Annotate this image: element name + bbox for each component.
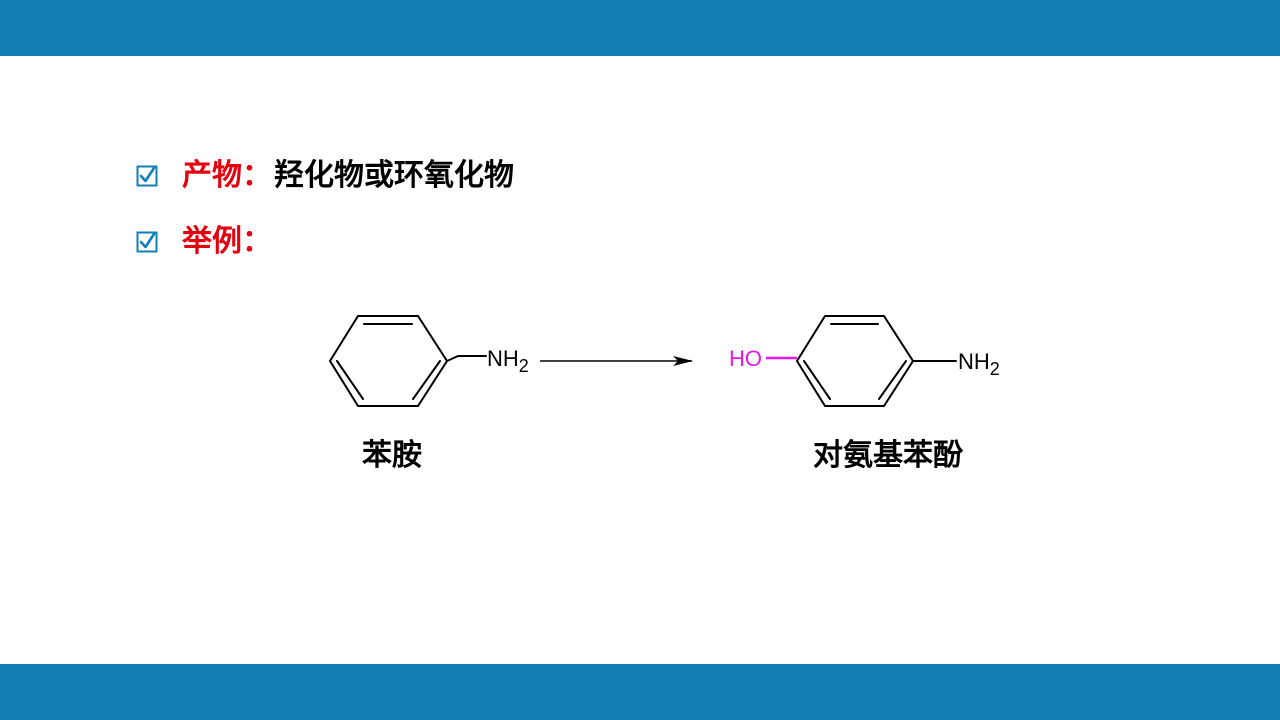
- double-bond-inner: [803, 360, 831, 400]
- benzene-ring: [795, 315, 915, 407]
- bullet-example: 举例：: [136, 222, 272, 262]
- amine-group: NH2: [958, 349, 1000, 379]
- bullet-label-example: 举例：: [182, 224, 272, 259]
- bullet-product: 产物： 羟化物或环氧化物: [136, 156, 514, 196]
- double-bond-inner: [336, 360, 364, 400]
- bullet-label-product: 产物：: [182, 158, 272, 193]
- hydroxyl-group: HO: [729, 346, 762, 371]
- double-bond-inner: [878, 360, 907, 400]
- checked-box-icon: [136, 222, 158, 262]
- amine-group: NH2: [487, 346, 529, 376]
- aniline-structure: [328, 315, 487, 407]
- bullet-value-product: 羟化物或环氧化物: [274, 158, 514, 193]
- top-banner: [0, 0, 1280, 56]
- benzene-ring: [328, 315, 449, 407]
- product-name: 对氨基苯酚: [813, 438, 963, 473]
- bond-c-n-a: [446, 355, 459, 362]
- aminophenol-structure: [795, 315, 957, 407]
- bottom-banner: [0, 664, 1280, 720]
- double-bond-inner: [412, 360, 441, 400]
- reactant-name: 苯胺: [362, 438, 422, 473]
- checked-box-icon: [136, 156, 158, 196]
